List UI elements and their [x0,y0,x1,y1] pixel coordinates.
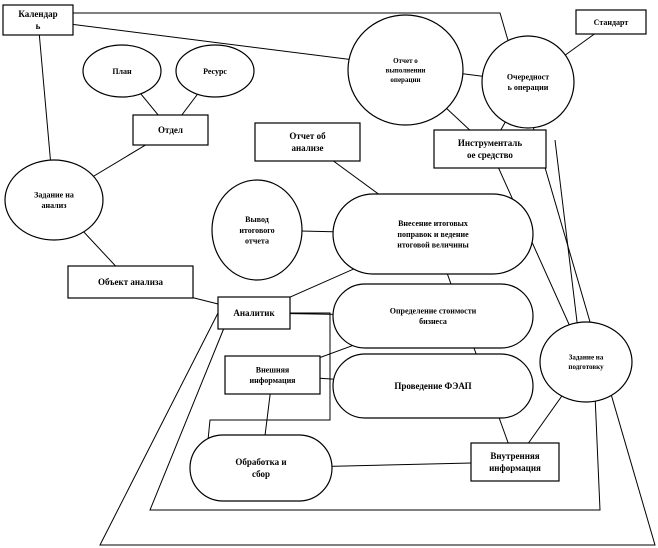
node-label-line: Календар [18,9,57,19]
flow-frame-line [207,312,331,441]
node-label-line: поправок и ведение [397,230,469,239]
node-shape [217,296,291,330]
node-label-line: бизнеса [419,317,447,326]
node-label-line: План [112,67,132,76]
node-shape [539,321,633,403]
node-shape [175,44,255,98]
node-shape [332,283,534,349]
node-internal-info[interactable]: Внутренняя информация [470,442,560,482]
node-label-line: операции [390,76,420,84]
node-shape [82,44,162,98]
node-label-line: итоговой величины [397,241,469,250]
node-shape [470,442,560,482]
node-label-line: Объект анализа [98,277,163,287]
node-analysis-object[interactable]: Объект анализа [67,265,194,299]
node-label-line: анализ [42,201,68,210]
node-label-line: Обработка и [235,457,286,467]
node-shape [332,193,534,275]
node-shape [67,265,194,299]
node-label-line: ое средство [467,150,513,160]
node-resource[interactable]: Ресурс [175,44,255,98]
node-label-line: информация [489,463,541,473]
node-label-line: ь [36,21,41,31]
node-label-line: Проведение ФЭАП [394,381,471,391]
node-label-line: отчета [245,237,269,246]
node-final-corrections[interactable]: Внесение итоговых поправок и ведение итого… [332,193,534,275]
node-label-line: Отчет об [289,131,326,141]
node-op-order[interactable]: Очередност ь операции [481,35,575,129]
node-label-line: анализе [291,143,323,153]
node-shape [481,35,575,129]
node-shape [4,159,104,241]
node-label-line: сбор [252,469,270,479]
node-external-info[interactable]: Внешняя информация [224,355,321,395]
node-shape [211,179,303,281]
node-label-line: подготовку [568,363,604,371]
node-label-line: Внесение итоговых [398,219,468,228]
node-label-line: информация [249,376,296,385]
node-label-line: Очередност [507,72,549,81]
node-label-line: Внутренняя [490,451,539,461]
node-final-output[interactable]: Вывод итогового отчета [211,179,303,281]
node-analysis-report[interactable]: Отчет об анализе [254,122,361,162]
flow-frame-line [73,12,656,546]
node-label-line: Задание на [34,190,74,199]
node-label-line: Вывод [245,215,269,224]
node-department[interactable]: Отдел [132,114,209,146]
node-shape [332,353,534,419]
node-shape [132,114,209,146]
node-shape [224,355,321,395]
node-shape [254,122,361,162]
node-shape [2,4,74,36]
node-label-line: Аналитик [233,308,275,318]
node-shape [189,434,333,502]
node-label-line: Определение стоимости [390,306,477,315]
node-label-line: Отдел [158,125,183,135]
node-label-line: Стандарт [594,18,629,27]
flow-frame-line [149,327,601,511]
node-tool[interactable]: Инструменталь ое средство [433,129,547,169]
node-shape [347,14,464,126]
node-label-line: итогового [239,226,274,235]
node-label-line: Отчет о [393,57,418,65]
node-feap[interactable]: Проведение ФЭАП [332,353,534,419]
node-analysis-task[interactable]: Задание на анализ [4,159,104,241]
node-calendar[interactable]: Календар ь [2,4,74,36]
flow-frame-line [554,139,579,331]
node-label-line: выполнении [386,66,426,74]
node-analyst[interactable]: Аналитик [217,296,291,330]
node-label-line: Задание на [569,354,604,362]
node-label-line: Внешняя [256,365,290,374]
node-standard[interactable]: Стандарт [575,9,647,35]
node-shape [433,129,547,169]
node-plan[interactable]: План [82,44,162,98]
node-label-line: Инструменталь [458,138,522,148]
node-business-value[interactable]: Определение стоимости бизнеса [332,283,534,349]
node-processing[interactable]: Обработка и сбор [189,434,333,502]
node-shape [575,9,647,35]
node-label-line: Ресурс [203,67,227,76]
node-label-line: ь операции [508,83,549,92]
